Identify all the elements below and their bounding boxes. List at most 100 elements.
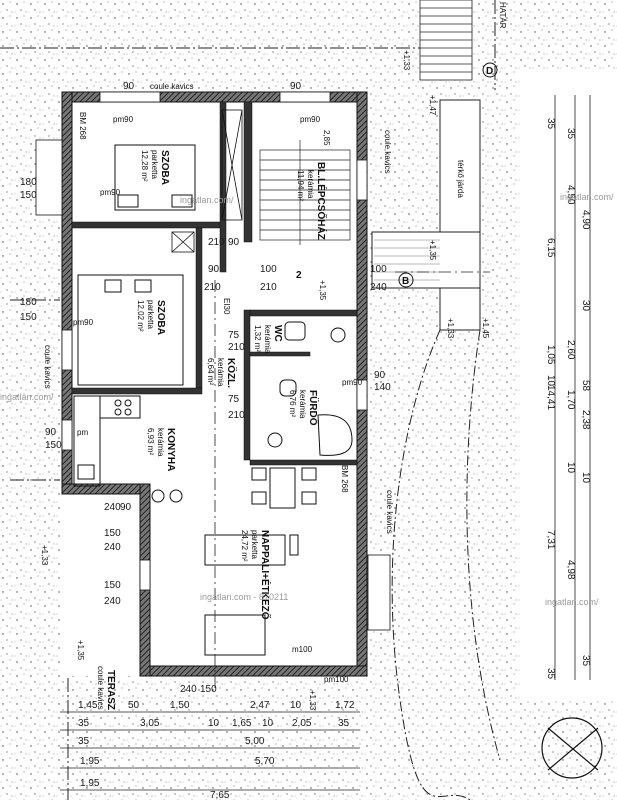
bottom-dim-r2-2: 10 bbox=[208, 718, 220, 729]
svg-text:240: 240 bbox=[104, 502, 121, 513]
room-szoba-2: SZOBA parketta 12,02 m² bbox=[136, 300, 166, 335]
bottom-dim-r1-3: 2,47 bbox=[250, 700, 270, 711]
entrance-stairs bbox=[419, 0, 473, 81]
svg-text:150: 150 bbox=[20, 190, 37, 201]
svg-text:+1,33: +1,33 bbox=[40, 545, 49, 566]
sofa bbox=[204, 534, 299, 656]
svg-text:240: 240 bbox=[104, 596, 121, 607]
paved-walkway bbox=[439, 99, 481, 331]
svg-text:kerámia: kerámia bbox=[306, 170, 315, 199]
right-dimension-chain bbox=[554, 95, 591, 680]
svg-text:240: 240 bbox=[104, 542, 121, 553]
svg-text:+1,45: +1,45 bbox=[481, 318, 490, 339]
svg-text:180: 180 bbox=[20, 297, 37, 308]
bottom-dim-r1-4: 10 bbox=[290, 700, 302, 711]
svg-text:90: 90 bbox=[45, 427, 57, 438]
m100-label: m100 bbox=[292, 645, 313, 654]
svg-text:210: 210 bbox=[228, 342, 245, 353]
room-kozl: KÖZL. kerámia 6,64 m² bbox=[206, 358, 238, 388]
right-dim-6: 1,05 bbox=[545, 345, 556, 365]
svg-text:coule kavics: coule kavics bbox=[96, 666, 105, 710]
level-marks: +1,33 +1,47 +1,35 +1,35 +1,33 +1,45 +1,3… bbox=[40, 50, 490, 711]
room-wc: WC kerámia 1,32 m² bbox=[253, 325, 283, 354]
svg-text:kerámia: kerámia bbox=[263, 325, 272, 354]
svg-text:140: 140 bbox=[374, 382, 391, 393]
right-dim-13: 10 bbox=[565, 462, 576, 474]
svg-text:6,64 m²: 6,64 m² bbox=[206, 358, 215, 385]
dining-set bbox=[151, 467, 317, 509]
svg-text:210: 210 bbox=[208, 237, 225, 248]
right-dim-1: 35 bbox=[565, 128, 576, 140]
pm90-c: pm90 bbox=[73, 318, 94, 327]
svg-text:90: 90 bbox=[208, 264, 220, 275]
svg-text:12,02 m²: 12,02 m² bbox=[136, 300, 145, 332]
svg-text:SZOBA: SZOBA bbox=[159, 150, 170, 185]
section-marker-d: D bbox=[482, 62, 498, 78]
bottom-dim-r4-0: 1,95 bbox=[80, 756, 100, 767]
right-dim-11: 2,38 bbox=[580, 410, 591, 430]
svg-text:parketta: parketta bbox=[146, 300, 155, 329]
coule-top: coule kavics bbox=[150, 82, 194, 91]
svg-text:24,72 m²: 24,72 m² bbox=[240, 530, 249, 562]
right-dim-10: 1,70 bbox=[565, 390, 576, 410]
bottom-dim-r1-5: 1,72 bbox=[335, 700, 355, 711]
svg-text:+1,33: +1,33 bbox=[446, 318, 455, 339]
svg-text:FÜRDŐ: FÜRDŐ bbox=[307, 390, 320, 426]
svg-text:TERASZ: TERASZ bbox=[105, 670, 116, 710]
interior-dims: 180 150 180 150 90 150 90 90 210 90 90 2… bbox=[20, 81, 391, 695]
right-dim-14: 10 bbox=[580, 472, 591, 484]
bottom-dim-r2-1: 3,05 bbox=[140, 718, 160, 729]
bottom-dim-r6-0: 7,65 bbox=[210, 790, 230, 800]
svg-text:12,28 m²: 12,28 m² bbox=[140, 150, 149, 182]
svg-text:90: 90 bbox=[120, 502, 132, 513]
right-dim-0: 35 bbox=[545, 118, 556, 130]
hatar-label: HATÁR bbox=[498, 2, 507, 29]
bottom-dim-r2-0: 35 bbox=[78, 718, 90, 729]
bottom-dim-r2-6: 35 bbox=[338, 718, 350, 729]
svg-text:+1,33: +1,33 bbox=[402, 50, 411, 71]
watermark-1: ingatlan.com/ bbox=[180, 195, 234, 205]
svg-text:6,93 m²: 6,93 m² bbox=[146, 428, 155, 455]
windows bbox=[35, 91, 391, 631]
walkway-landing bbox=[371, 231, 481, 289]
svg-text:+1,33: +1,33 bbox=[308, 690, 317, 711]
bottom-dim-r2-4: 10 bbox=[262, 718, 274, 729]
right-dim-17: 35 bbox=[580, 655, 591, 667]
north-arrow-icon bbox=[541, 717, 603, 779]
right-dim-2: 4,90 bbox=[580, 210, 591, 230]
bottom-dim-r3-1: 5,00 bbox=[245, 736, 265, 747]
watermark-4: ingatlan.com/ bbox=[545, 597, 599, 607]
right-dim-4: 4,50 bbox=[565, 185, 576, 205]
right-dim-12: 14,41 bbox=[545, 385, 556, 410]
right-dim-3: 6,15 bbox=[545, 238, 556, 258]
svg-text:210: 210 bbox=[260, 282, 277, 293]
wardrobes bbox=[171, 109, 243, 253]
right-dim-9: 10 bbox=[545, 375, 556, 387]
svg-text:90: 90 bbox=[123, 81, 135, 92]
svg-text:150: 150 bbox=[200, 684, 217, 695]
svg-text:KÖZL.: KÖZL. bbox=[225, 358, 238, 388]
svg-text:100: 100 bbox=[260, 264, 277, 275]
svg-text:WC: WC bbox=[272, 325, 283, 342]
svg-text:kerámia: kerámia bbox=[216, 358, 225, 387]
svg-text:90: 90 bbox=[228, 237, 240, 248]
svg-text:75: 75 bbox=[228, 394, 240, 405]
svg-text:KONYHA: KONYHA bbox=[165, 428, 176, 471]
coule-right-bottom: coule kavics bbox=[385, 490, 394, 534]
svg-text:240: 240 bbox=[180, 684, 197, 695]
svg-text:210: 210 bbox=[228, 410, 245, 421]
bm-top: BM 268 bbox=[78, 112, 87, 140]
bed bbox=[77, 144, 196, 386]
svg-text:240: 240 bbox=[370, 282, 387, 293]
stair-number: 2 bbox=[296, 270, 302, 281]
svg-text:+1,35: +1,35 bbox=[76, 640, 85, 661]
section-marker-b: B bbox=[398, 272, 414, 288]
svg-text:parketta: parketta bbox=[250, 530, 259, 559]
svg-text:+1,47: +1,47 bbox=[428, 95, 437, 116]
room-szoba-1: SZOBA parketta 12,28 m² bbox=[140, 150, 170, 185]
bottom-dim-r2-3: 1,65 bbox=[232, 718, 252, 729]
svg-text:kerámia: kerámia bbox=[156, 428, 165, 457]
svg-text:NAPPALI+ÉTKEZŐ: NAPPALI+ÉTKEZŐ bbox=[259, 530, 272, 620]
